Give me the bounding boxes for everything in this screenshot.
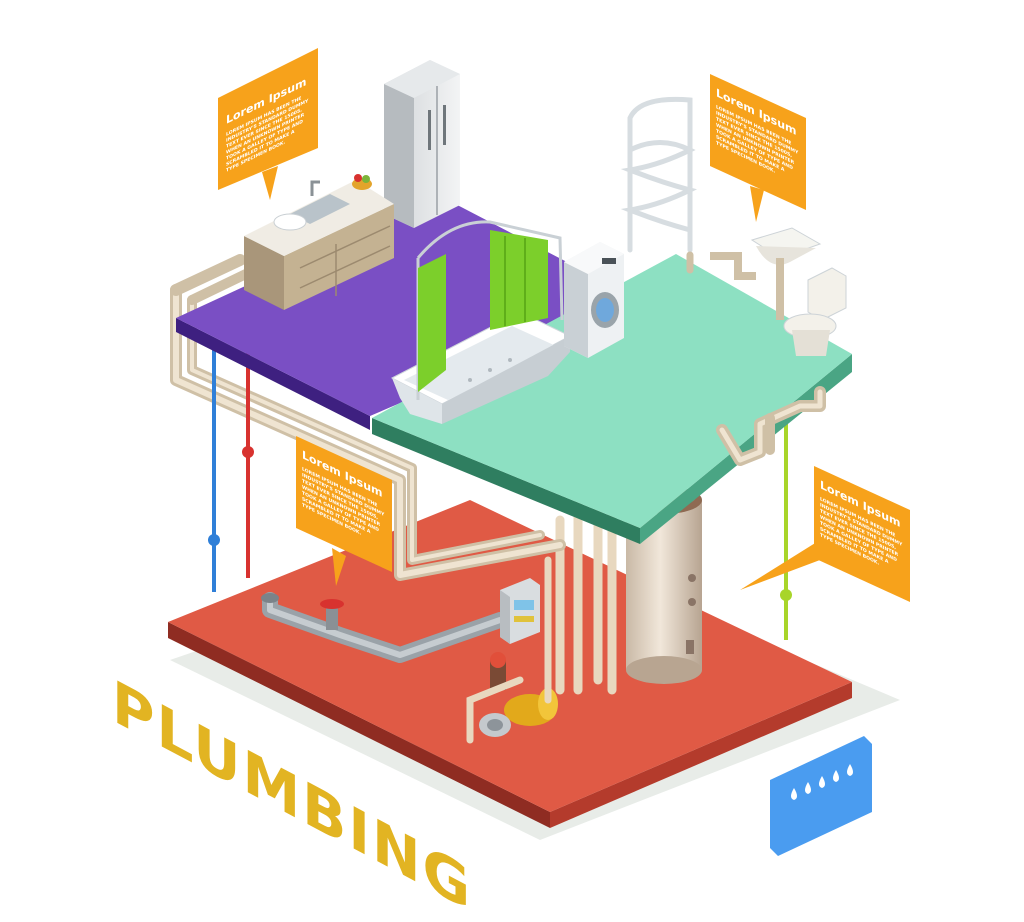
main-water-pipe [261,592,508,663]
cold-water-line [208,340,220,592]
shower-curtain [416,220,564,400]
drain-pipes [716,386,826,466]
refrigerator [384,60,460,228]
basement-floor [168,500,852,828]
supply-pipe-run [170,254,566,581]
callout-bathroom: Lorem Ipsum LOREM IPSUM HAS BEEN THE IND… [710,74,806,222]
towel-rail [620,96,698,274]
toilet [783,267,847,356]
bathtub [390,311,572,424]
washing-machine [564,242,624,358]
hot-water-line [242,340,254,578]
bathroom-sink [710,227,822,320]
electric-panel [500,578,540,644]
callout-drain: Lorem Ipsum LOREM IPSUM HAS BEEN THE IND… [740,466,910,602]
kitchen-counter [244,174,394,310]
water-drops-badge [770,736,872,856]
drain-line [780,395,792,640]
callout-kitchen: Lorem Ipsum LOREM IPSUM HAS BEEN THE IND… [218,48,318,200]
water-drops-icon [791,764,853,800]
water-pump [479,652,558,737]
gate-valve [320,599,344,630]
